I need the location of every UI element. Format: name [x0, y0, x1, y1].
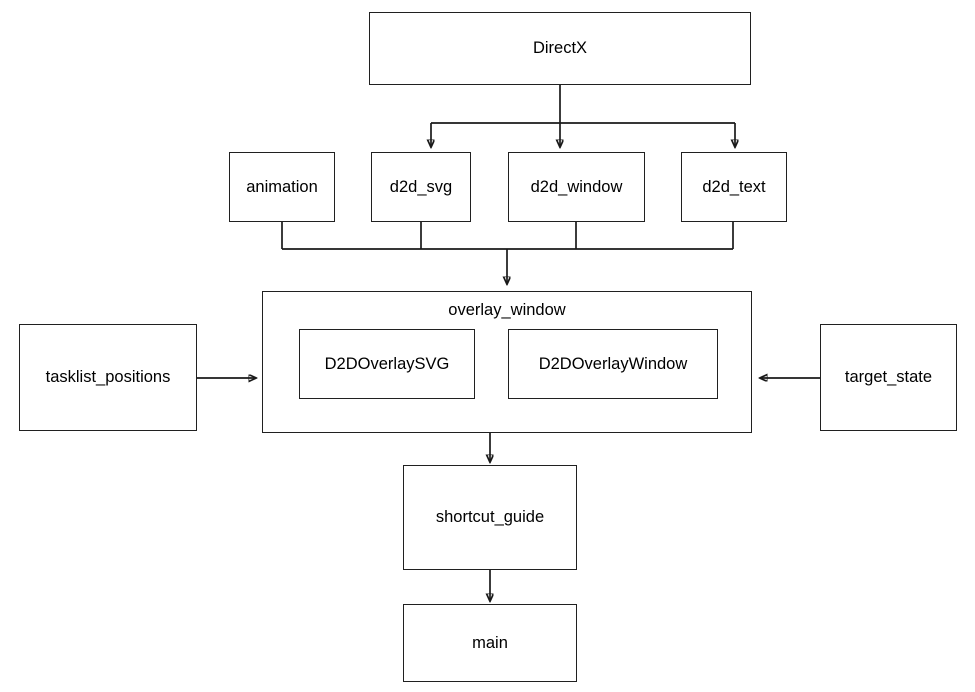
node-d2d-overlay-svg-label: D2DOverlaySVG — [324, 354, 450, 373]
node-d2d-overlay-svg[interactable]: D2DOverlaySVG — [299, 329, 475, 399]
node-target-state[interactable]: target_state — [820, 324, 957, 431]
node-shortcut-guide-label: shortcut_guide — [435, 508, 545, 527]
node-directx-label: DirectX — [532, 39, 588, 58]
node-animation[interactable]: animation — [229, 152, 335, 222]
node-d2d-svg-label: d2d_svg — [389, 177, 453, 196]
node-d2d-window-label: d2d_window — [530, 177, 623, 196]
node-main[interactable]: main — [403, 604, 577, 682]
node-d2d-overlay-window-label: D2DOverlayWindow — [538, 354, 688, 373]
node-overlay-window[interactable]: overlay_window D2DOverlaySVG D2DOverlayW… — [262, 291, 752, 433]
node-tasklist-positions-label: tasklist_positions — [45, 368, 171, 387]
node-d2d-overlay-window[interactable]: D2DOverlayWindow — [508, 329, 718, 399]
node-d2d-svg[interactable]: d2d_svg — [371, 152, 471, 222]
node-d2d-text-label: d2d_text — [702, 177, 766, 196]
node-main-label: main — [472, 633, 508, 652]
node-directx[interactable]: DirectX — [369, 12, 751, 85]
node-d2d-window[interactable]: d2d_window — [508, 152, 645, 222]
node-tasklist-positions[interactable]: tasklist_positions — [19, 324, 197, 431]
node-overlay-window-label: overlay_window — [448, 301, 566, 319]
node-animation-label: animation — [246, 177, 318, 196]
node-d2d-text[interactable]: d2d_text — [681, 152, 787, 222]
node-target-state-label: target_state — [844, 368, 933, 387]
node-shortcut-guide[interactable]: shortcut_guide — [403, 465, 577, 570]
